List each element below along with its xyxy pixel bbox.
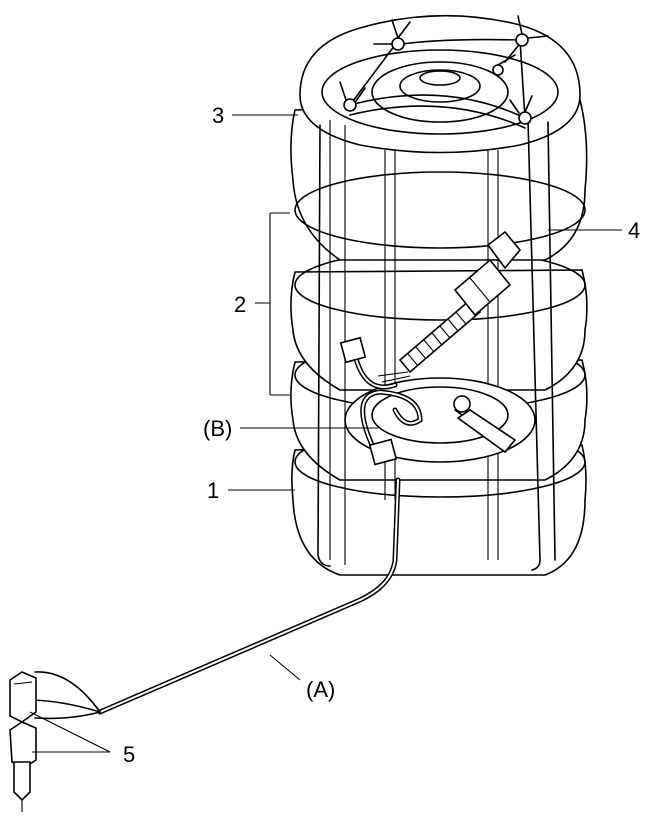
fuel-pump-assembly bbox=[339, 230, 536, 466]
label-3: 3 bbox=[212, 103, 224, 128]
tire-second bbox=[290, 249, 588, 391]
clip-lower-icon bbox=[9, 721, 37, 812]
leader-2-bracket bbox=[255, 212, 290, 396]
clip-upper-icon bbox=[9, 671, 37, 723]
label-2: 2 bbox=[234, 292, 246, 317]
alligator-clips bbox=[9, 671, 37, 812]
clip-icon bbox=[509, 95, 533, 125]
leader-A bbox=[269, 654, 301, 681]
strap-clips bbox=[339, 15, 549, 125]
clip-icon bbox=[373, 19, 411, 51]
label-5: 5 bbox=[123, 742, 135, 767]
label-1: 1 bbox=[207, 478, 219, 503]
label-B: (B) bbox=[203, 416, 232, 441]
clip-icon bbox=[339, 81, 366, 112]
tire-top bbox=[290, 14, 588, 261]
callout-labels: 3 4 2 (B) 1 (A) 5 bbox=[123, 103, 640, 767]
strap-frame bbox=[317, 38, 556, 571]
leader-lines bbox=[29, 114, 622, 753]
clip-icon bbox=[492, 54, 516, 76]
label-4: 4 bbox=[628, 218, 640, 243]
leader-5 bbox=[29, 711, 111, 753]
tire-stack bbox=[290, 14, 588, 576]
label-A: (A) bbox=[306, 677, 335, 702]
